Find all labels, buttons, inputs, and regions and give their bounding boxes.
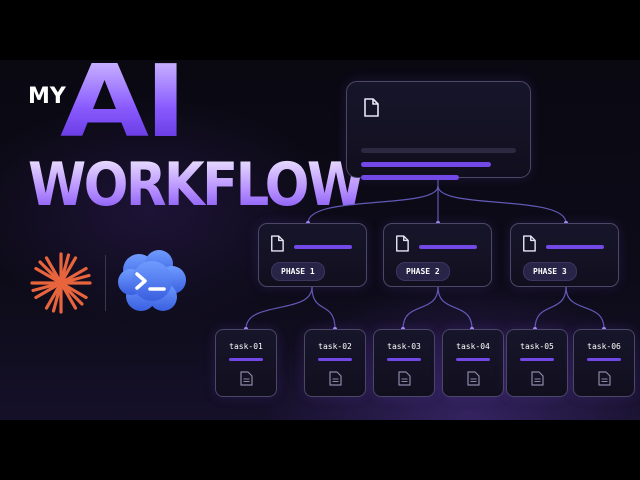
title-ai: AI — [60, 60, 187, 152]
phase-badge: PHASE 1 — [271, 262, 325, 281]
document-icon — [271, 235, 284, 252]
progress-line — [456, 358, 490, 361]
progress-line — [387, 358, 421, 361]
file-text-icon — [329, 371, 342, 386]
progress-line — [546, 245, 604, 249]
file-text-icon — [398, 371, 411, 386]
task-card-4[interactable]: task-04 — [442, 329, 504, 397]
task-label: task-03 — [387, 342, 421, 351]
progress-line — [318, 358, 352, 361]
file-text-icon — [467, 371, 480, 386]
tree-connectors — [244, 178, 606, 331]
progress-line — [587, 358, 621, 361]
content-line — [361, 175, 459, 180]
progress-line — [419, 245, 477, 249]
task-label: task-06 — [587, 342, 621, 351]
file-text-icon — [240, 371, 253, 386]
file-text-icon — [598, 371, 611, 386]
task-label: task-02 — [318, 342, 352, 351]
task-card-3[interactable]: task-03 — [373, 329, 435, 397]
task-card-1[interactable]: task-01 — [215, 329, 277, 397]
task-label: task-04 — [456, 342, 490, 351]
title-workflow: WORKFLOW — [28, 150, 365, 220]
task-card-6[interactable]: task-06 — [573, 329, 635, 397]
task-card-5[interactable]: task-05 — [506, 329, 568, 397]
thumbnail-canvas: MY AI WORKFLOW — [0, 60, 640, 420]
cloud-terminal-logo-icon — [118, 250, 186, 311]
file-text-icon — [531, 371, 544, 386]
content-line — [361, 148, 516, 153]
task-card-2[interactable]: task-02 — [304, 329, 366, 397]
title-my: MY — [28, 84, 66, 109]
document-icon — [396, 235, 409, 252]
phase-card-1[interactable]: PHASE 1 — [258, 223, 367, 287]
task-label: task-01 — [229, 342, 263, 351]
phase-badge: PHASE 2 — [396, 262, 450, 281]
starburst-logo-icon — [30, 252, 92, 314]
document-icon — [523, 235, 536, 252]
root-document-card[interactable] — [346, 81, 531, 180]
progress-line — [229, 358, 263, 361]
letterbox-top — [0, 0, 640, 60]
phase-card-3[interactable]: PHASE 3 — [510, 223, 619, 287]
content-line — [361, 162, 491, 167]
phase-card-2[interactable]: PHASE 2 — [383, 223, 492, 287]
progress-line — [520, 358, 554, 361]
progress-line — [294, 245, 352, 249]
letterbox-bottom — [0, 420, 640, 480]
logo-divider — [105, 255, 106, 311]
task-label: task-05 — [520, 342, 554, 351]
document-icon — [364, 98, 379, 117]
phase-badge: PHASE 3 — [523, 262, 577, 281]
